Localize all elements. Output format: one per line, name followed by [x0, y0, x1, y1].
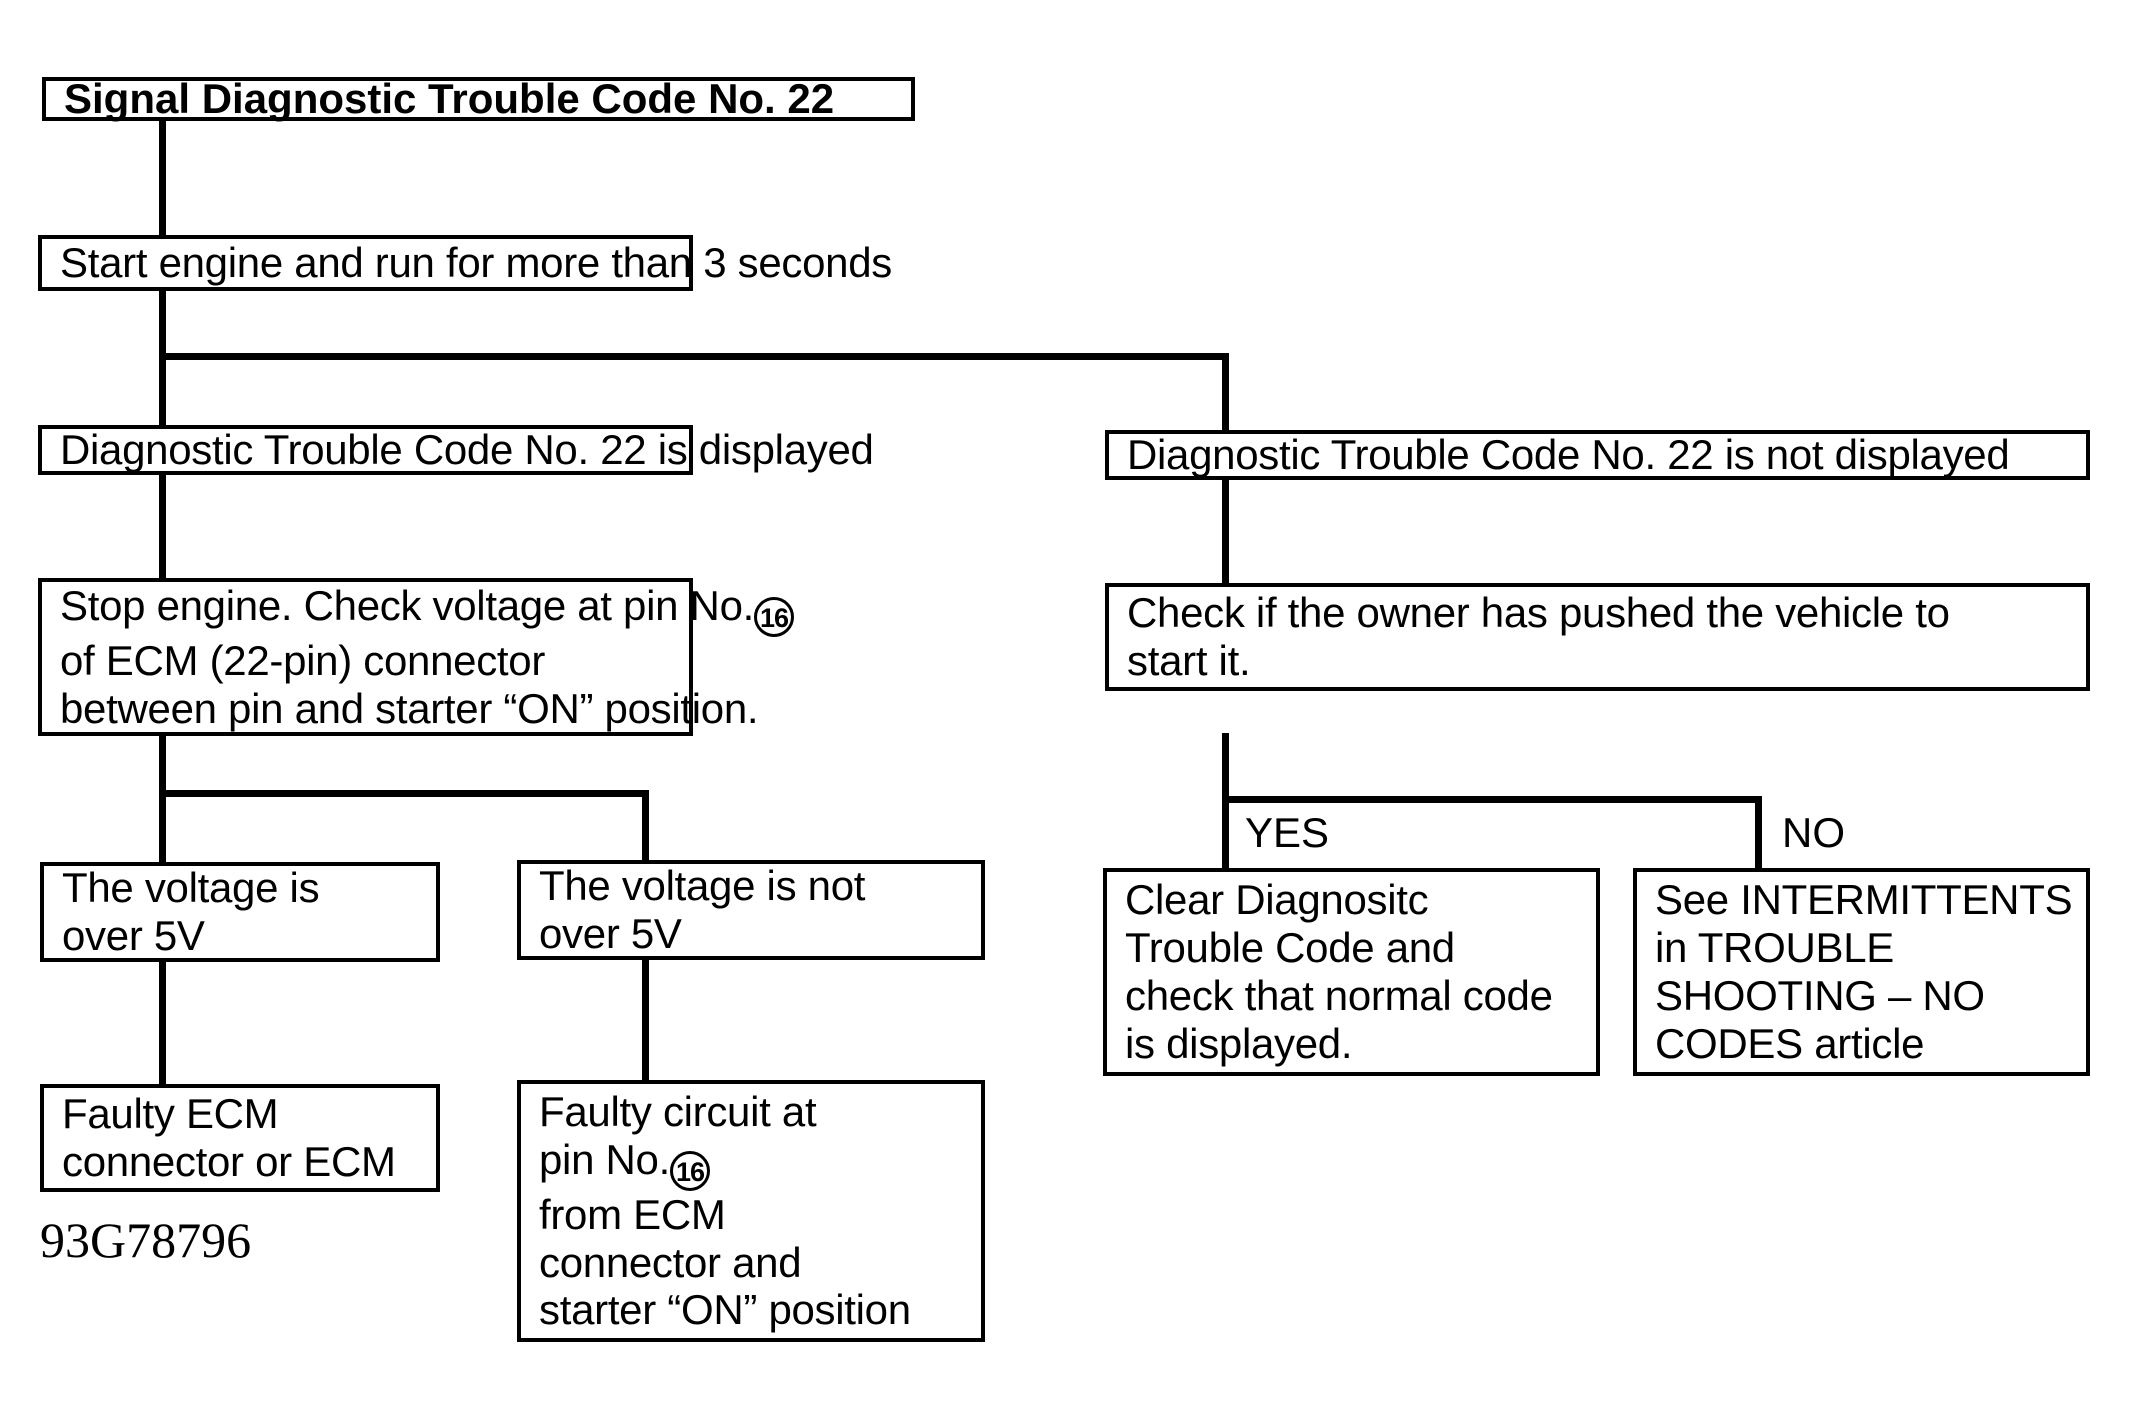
connector-to-no-branch	[1755, 796, 1762, 872]
connector-split-bus	[159, 353, 1229, 360]
node-check-pushed: Check if the owner has pushed the vehicl…	[1105, 583, 2090, 691]
node-faulty-circuit: Faulty circuit at pin No.16 from ECM con…	[517, 1080, 985, 1342]
connector-to-not-displayed	[1222, 353, 1229, 433]
connector-to-voltage-not-over	[642, 790, 649, 862]
node-code-displayed: Diagnostic Trouble Code No. 22 is displa…	[38, 425, 874, 475]
connector-notover-to-faulty-circuit	[642, 960, 649, 1082]
node-check-voltage-line-2: of ECM (22-pin) connector	[60, 636, 546, 684]
node-faulty-ecm-line-2: connector or ECM	[62, 1138, 396, 1185]
node-faulty-circuit-line-4: connector and	[539, 1238, 802, 1286]
node-faulty-ecm-line-1: Faulty ECM	[62, 1090, 279, 1138]
node-see-intermittents-line-4: CODES article	[1655, 1019, 1925, 1067]
node-voltage-over-5v: The voltage is over 5V	[40, 862, 440, 962]
node-signal-dtc-title: Signal Diagnostic Trouble Code No. 22	[42, 75, 915, 123]
node-check-pushed-line-1: Check if the owner has pushed the vehicl…	[1127, 589, 1950, 637]
branch-label-no: NO	[1782, 809, 1845, 856]
node-code-not-displayed: Diagnostic Trouble Code No. 22 is not di…	[1105, 430, 2090, 480]
node-check-voltage-line-3: between pin and starter “ON” position.	[60, 684, 759, 732]
node-check-voltage-line-1: Stop engine. Check voltage at pin No.16	[42, 582, 795, 637]
node-see-intermittents: See INTERMITTENTS in TROUBLE SHOOTING – …	[1633, 868, 2090, 1076]
connector-title-to-start	[159, 115, 166, 239]
node-faulty-circuit-line-5: starter “ON” position	[539, 1286, 911, 1334]
node-voltage-over-line-2: over 5V	[62, 912, 205, 959]
node-start-engine-line-1: Start engine and run for more than 3 sec…	[60, 239, 892, 287]
node-start-engine: Start engine and run for more than 3 sec…	[38, 235, 892, 291]
node-code-not-displayed-line-1: Diagnostic Trouble Code No. 22 is not di…	[1127, 431, 2010, 479]
connector-pushed-down	[1222, 733, 1229, 873]
connector-over-to-faulty-ecm	[159, 962, 166, 1086]
pin-number-circle-icon: 16	[669, 1150, 710, 1191]
node-clear-code-line-3: check that normal code	[1125, 972, 1553, 1019]
node-check-pushed-line-2: start it.	[1127, 637, 1251, 684]
node-faulty-circuit-line-2: pin No.16	[521, 1136, 981, 1191]
node-voltage-over-line-1: The voltage is	[62, 864, 320, 912]
node-voltage-not-over-line-2: over 5V	[539, 910, 682, 957]
connector-displayed-to-voltage	[159, 470, 166, 582]
node-see-intermittents-line-3: SHOOTING – NO	[1655, 972, 1985, 1019]
node-title-line-1: Signal Diagnostic Trouble Code No. 22	[64, 75, 835, 123]
node-faulty-ecm: Faulty ECM connector or ECM	[40, 1084, 440, 1192]
node-voltage-not-over-line-1: The voltage is not	[539, 862, 866, 910]
figure-reference-number: 93G78796	[40, 1212, 252, 1268]
node-faulty-circuit-line-2-text: pin No.	[539, 1135, 670, 1183]
connector-yesno-bus	[1222, 796, 1762, 803]
connector-voltage-bus	[159, 790, 649, 797]
branch-label-yes: YES	[1245, 809, 1330, 856]
node-clear-code-line-4: is displayed.	[1125, 1019, 1353, 1067]
node-faulty-circuit-line-3: from ECM	[539, 1190, 726, 1238]
node-clear-code-line-2: Trouble Code and	[1125, 924, 1455, 972]
connector-notdisplayed-to-pushed	[1222, 473, 1229, 587]
pin-number-circle-icon: 16	[754, 596, 795, 637]
node-faulty-circuit-line-1: Faulty circuit at	[539, 1087, 817, 1135]
connector-voltage-down	[159, 734, 166, 864]
node-check-voltage: Stop engine. Check voltage at pin No.16 …	[38, 578, 795, 736]
node-see-intermittents-line-1: See INTERMITTENTS	[1655, 876, 2073, 924]
node-voltage-not-over-5v: The voltage is not over 5V	[517, 860, 985, 960]
node-check-voltage-line-1-text: Stop engine. Check voltage at pin No.	[60, 581, 755, 629]
node-see-intermittents-line-2: in TROUBLE	[1655, 924, 1894, 972]
node-code-displayed-line-1: Diagnostic Trouble Code No. 22 is displa…	[60, 426, 874, 474]
node-clear-code-line-1: Clear Diagnositc	[1125, 876, 1429, 924]
node-clear-code: Clear Diagnositc Trouble Code and check …	[1103, 868, 1600, 1076]
